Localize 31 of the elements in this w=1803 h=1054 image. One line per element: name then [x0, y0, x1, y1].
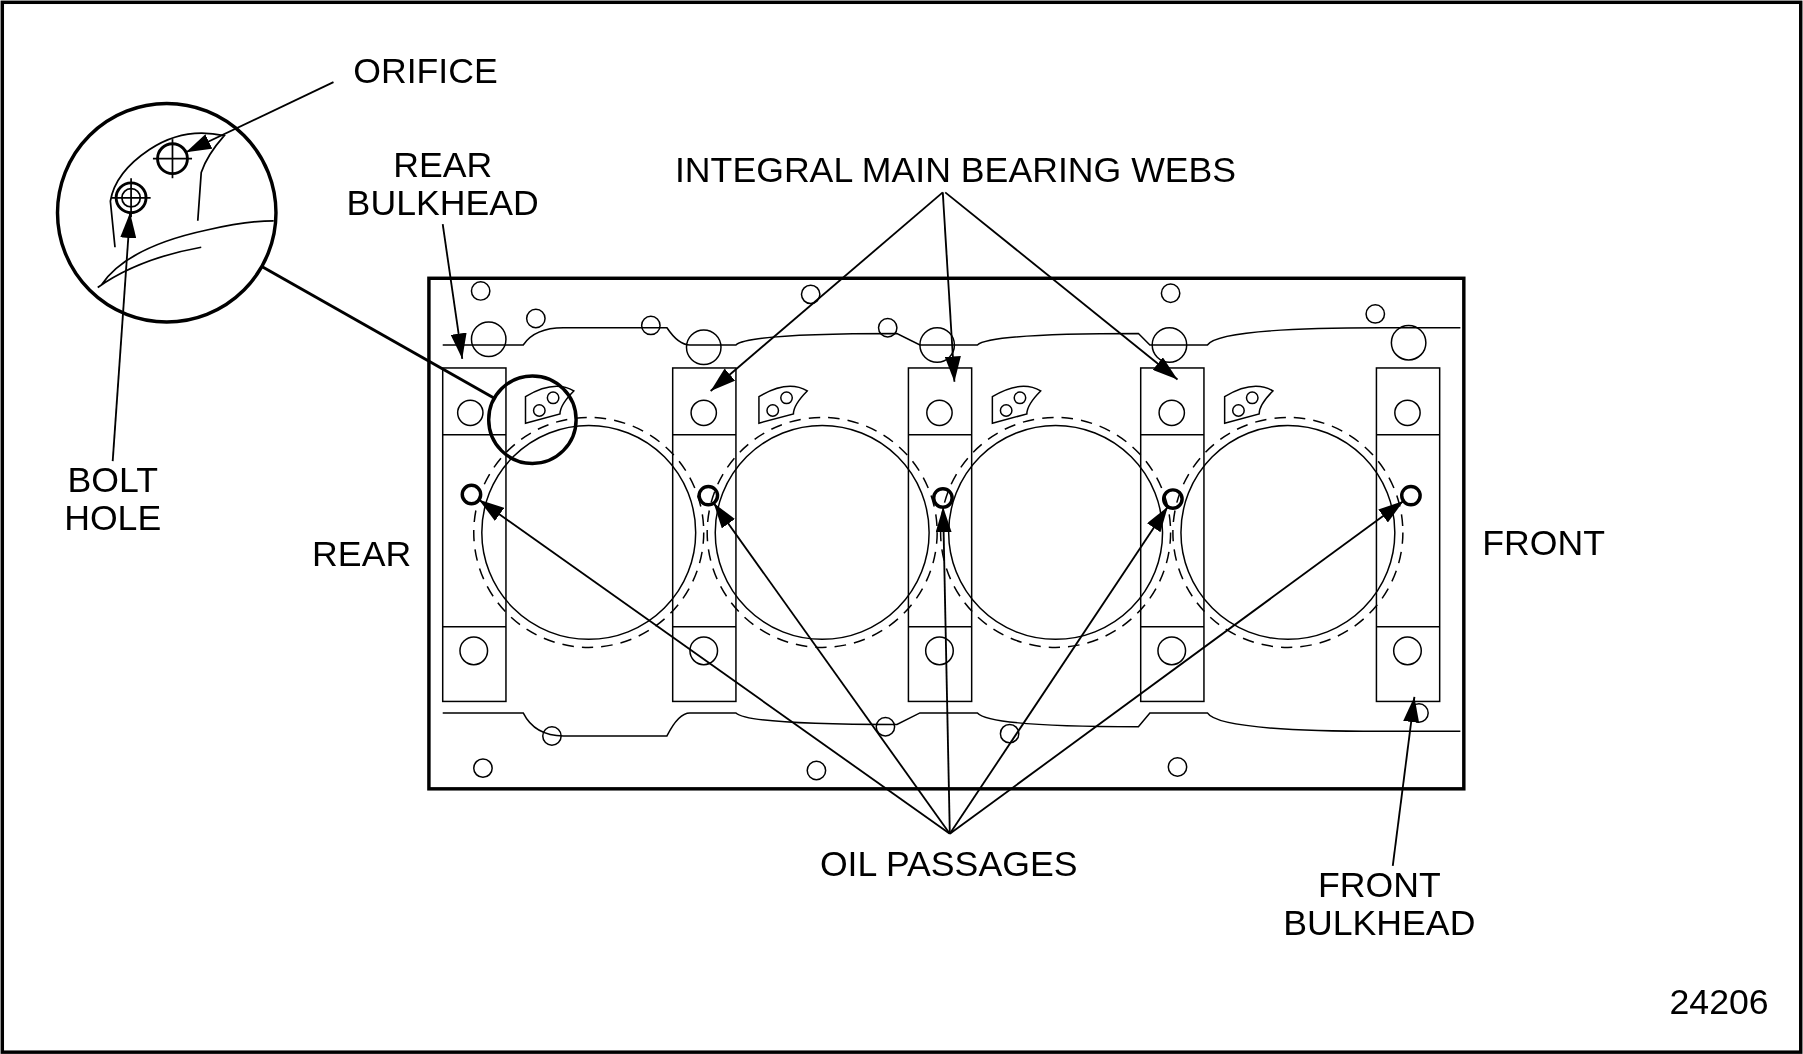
callout-label: REAR BULKHEAD: [339, 146, 547, 222]
leader-line: [944, 191, 1179, 381]
oil-passage-hole: [1161, 488, 1184, 510]
leader-line: [1391, 695, 1420, 867]
oil-passage-hole: [697, 484, 720, 507]
callout-label: OIL PASSAGES: [804, 845, 1093, 884]
callout-label: INTEGRAL MAIN BEARING WEBS: [650, 150, 1261, 189]
leader-line: [111, 211, 137, 463]
oil-passage-hole: [460, 483, 483, 506]
callout-label: FRONT BULKHEAD: [1267, 865, 1492, 942]
leader-line: [712, 502, 951, 835]
leader-line: [948, 500, 1405, 835]
oil-passage-hole: [1400, 484, 1422, 507]
leader-line: [709, 191, 944, 392]
detail-marker-circle: [487, 374, 578, 466]
figure-number: 24206: [1668, 983, 1770, 1022]
orifice-hole: [152, 138, 193, 180]
leader-line: [948, 505, 1169, 835]
detail-view: [55, 101, 278, 324]
leader-line: [478, 498, 951, 835]
callout-label: ORIFICE: [333, 51, 518, 90]
leader-line: [185, 81, 335, 154]
callout-label: BOLT HOLE: [43, 461, 182, 537]
leader-line: [441, 223, 467, 360]
side-label: FRONT: [1481, 524, 1607, 563]
bolt-hole: [110, 177, 152, 219]
leader-line: [935, 506, 952, 835]
connector-line: [261, 265, 496, 400]
side-label: REAR: [311, 534, 413, 573]
oil-passage-hole: [932, 487, 954, 509]
leader-line: [941, 191, 961, 383]
